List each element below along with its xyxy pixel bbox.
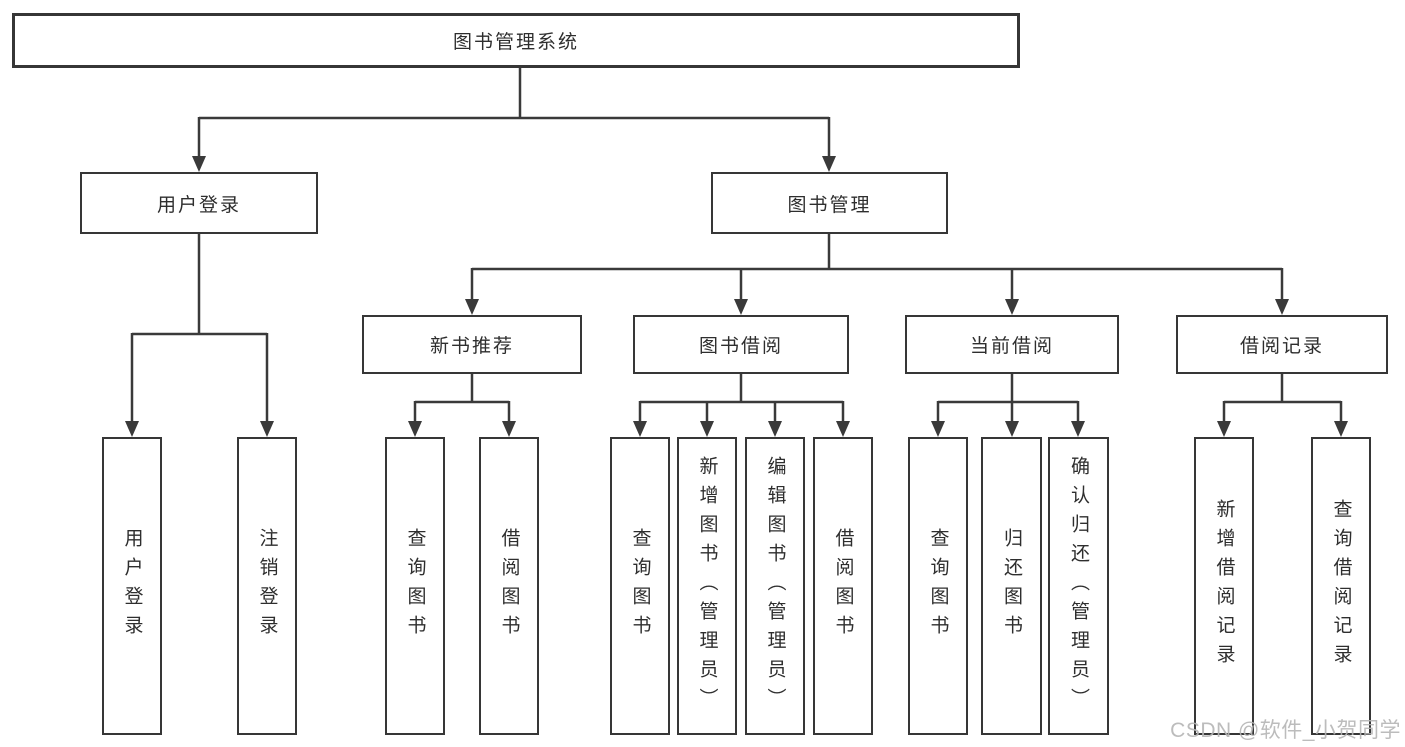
node-label: 查询图书 <box>404 528 426 644</box>
leaf-confirm-return-admin: 确认归还（管理员） <box>1048 437 1109 735</box>
leaf-return-books: 归还图书 <box>981 437 1042 735</box>
node-label: 图书管理 <box>787 194 872 216</box>
connectors-new-book-group <box>408 374 516 437</box>
node-current-borrowing: 当前借阅 <box>905 315 1119 374</box>
leaf-query-books-recommend: 查询图书 <box>385 437 445 735</box>
node-label: 借阅图书 <box>498 528 520 644</box>
node-label: 查询借阅记录 <box>1330 499 1352 673</box>
node-borrowing-records: 借阅记录 <box>1176 315 1388 374</box>
leaf-query-books-current: 查询图书 <box>908 437 968 735</box>
node-book-borrowing: 图书借阅 <box>633 315 849 374</box>
leaf-query-books-borrow: 查询图书 <box>610 437 670 735</box>
node-label: 新书推荐 <box>429 336 514 357</box>
connectors-user-login-group <box>125 234 274 437</box>
node-label: 用户登录 <box>121 528 143 644</box>
connectors-book-management-group <box>465 234 1289 315</box>
node-label: 确认归还（管理员） <box>1068 455 1089 717</box>
node-label: 借阅记录 <box>1239 336 1324 357</box>
node-root-system: 图书管理系统 <box>12 13 1020 68</box>
node-label: 图书管理系统 <box>452 32 579 53</box>
leaf-query-borrow-record: 查询借阅记录 <box>1311 437 1371 735</box>
leaf-add-borrow-record: 新增借阅记录 <box>1194 437 1254 735</box>
leaf-borrow-books: 借阅图书 <box>813 437 873 735</box>
node-label: 注销登录 <box>256 528 278 644</box>
leaf-user-login: 用户登录 <box>102 437 162 735</box>
leaf-add-book-admin: 新增图书（管理员） <box>677 437 737 735</box>
node-label: 归还图书 <box>1001 528 1022 644</box>
connectors-root-to-level1 <box>192 68 836 172</box>
node-label: 图书借阅 <box>698 336 783 357</box>
node-label: 编辑图书（管理员） <box>764 455 786 717</box>
connectors-book-borrow-group <box>633 374 850 437</box>
csdn-watermark: CSDN @软件_小贺同学 <box>1170 719 1401 742</box>
node-label: 借阅图书 <box>832 528 854 644</box>
node-label: 用户登录 <box>156 194 241 216</box>
node-book-management: 图书管理 <box>711 172 948 234</box>
node-label: 新增借阅记录 <box>1213 499 1235 673</box>
node-label: 查询图书 <box>927 528 949 644</box>
leaf-logout: 注销登录 <box>237 437 297 735</box>
connectors-current-borrow-group <box>931 374 1085 437</box>
leaf-edit-book-admin: 编辑图书（管理员） <box>745 437 805 735</box>
node-label: 查询图书 <box>629 528 651 644</box>
connectors-borrow-record-group <box>1217 374 1348 437</box>
leaf-borrow-books-recommend: 借阅图书 <box>479 437 539 735</box>
node-label: 当前借阅 <box>969 336 1054 357</box>
node-user-login: 用户登录 <box>80 172 318 234</box>
node-new-book-recommend: 新书推荐 <box>362 315 582 374</box>
node-label: 新增图书（管理员） <box>696 455 718 717</box>
